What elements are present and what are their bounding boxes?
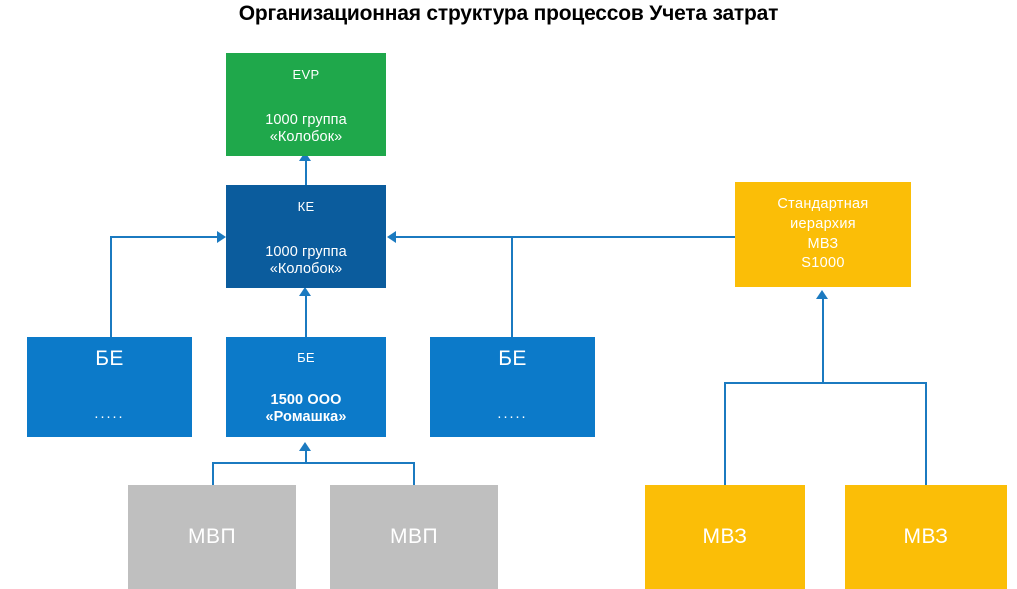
connector-mvp1-riser — [212, 463, 214, 485]
connector-mvp-to-bemid-line — [305, 450, 307, 463]
connector-beright-riser — [511, 237, 513, 337]
node-be-left[interactable]: БЕ ..... — [27, 337, 192, 437]
node-standard-hierarchy-line2: иерархия — [790, 215, 856, 232]
connector-mvp2-riser — [413, 463, 415, 485]
node-mvz-1[interactable]: МВЗ — [645, 485, 805, 589]
node-mvp-1-label: МВП — [187, 524, 237, 548]
node-mvp-2[interactable]: МВП — [330, 485, 498, 589]
node-mvz-2-label: МВЗ — [903, 524, 949, 548]
connector-mvz2-riser — [925, 383, 927, 485]
connector-beleft-to-ke-line — [110, 236, 220, 238]
connector-mvz-to-stdhier-line — [822, 298, 824, 383]
node-be-right[interactable]: БЕ ..... — [430, 337, 595, 437]
connector-mvz1-riser — [724, 383, 726, 485]
node-ke-sub-line1: 1000 группа — [265, 244, 347, 261]
connector-beleft-riser — [110, 237, 112, 337]
node-standard-hierarchy-mvz[interactable]: Стандартная иерархия МВЗ S1000 — [735, 182, 911, 287]
connector-bemid-to-ke-arrow — [299, 287, 311, 296]
connector-to-ke-right-arrow — [387, 231, 396, 243]
connector-mvp-to-bemid-arrow — [299, 442, 311, 451]
node-mvz-1-label: МВЗ — [702, 524, 748, 548]
node-evp[interactable]: EVP 1000 группа «Колобок» — [226, 53, 386, 156]
node-evp-sub-line2: «Колобок» — [269, 129, 343, 146]
node-mvp-2-label: МВП — [389, 524, 439, 548]
node-be-middle[interactable]: БЕ 1500 ООО «Ромашка» — [226, 337, 386, 437]
node-mvp-1[interactable]: МВП — [128, 485, 296, 589]
node-be-middle-sub-line2: «Ромашка» — [265, 409, 347, 426]
node-be-middle-header: БЕ — [297, 350, 315, 365]
connector-ke-to-evp-line — [305, 159, 307, 185]
node-standard-hierarchy-line3: МВЗ — [807, 235, 839, 252]
node-ke-header: КЕ — [297, 199, 315, 214]
connector-mvz-to-stdhier-arrow — [816, 290, 828, 299]
node-evp-sub-line1: 1000 группа — [265, 112, 347, 129]
node-be-left-header: БЕ — [95, 347, 124, 370]
page-title: Организационная структура процессов Учет… — [238, 2, 779, 25]
node-mvz-2[interactable]: МВЗ — [845, 485, 1007, 589]
node-be-middle-sub-line1: 1500 ООО — [270, 392, 342, 409]
node-be-right-sub: ..... — [497, 405, 528, 422]
node-ke[interactable]: КЕ 1000 группа «Колобок» — [226, 185, 386, 288]
node-ke-sub-line2: «Колобок» — [269, 261, 343, 278]
connector-ke-to-evp-arrow — [299, 152, 311, 161]
connector-beleft-to-ke-arrow — [217, 231, 226, 243]
node-standard-hierarchy-line1: Стандартная — [777, 196, 869, 213]
node-evp-header: EVP — [292, 67, 320, 82]
connector-bemid-to-ke-line — [305, 295, 307, 340]
connector-stdhier-to-ke-line — [396, 236, 735, 238]
node-be-right-header: БЕ — [498, 347, 527, 370]
connector-mvp-bracket — [212, 462, 415, 464]
connector-mvz-bracket — [724, 382, 927, 384]
node-be-left-sub: ..... — [94, 405, 125, 422]
node-standard-hierarchy-line4: S1000 — [801, 255, 845, 272]
